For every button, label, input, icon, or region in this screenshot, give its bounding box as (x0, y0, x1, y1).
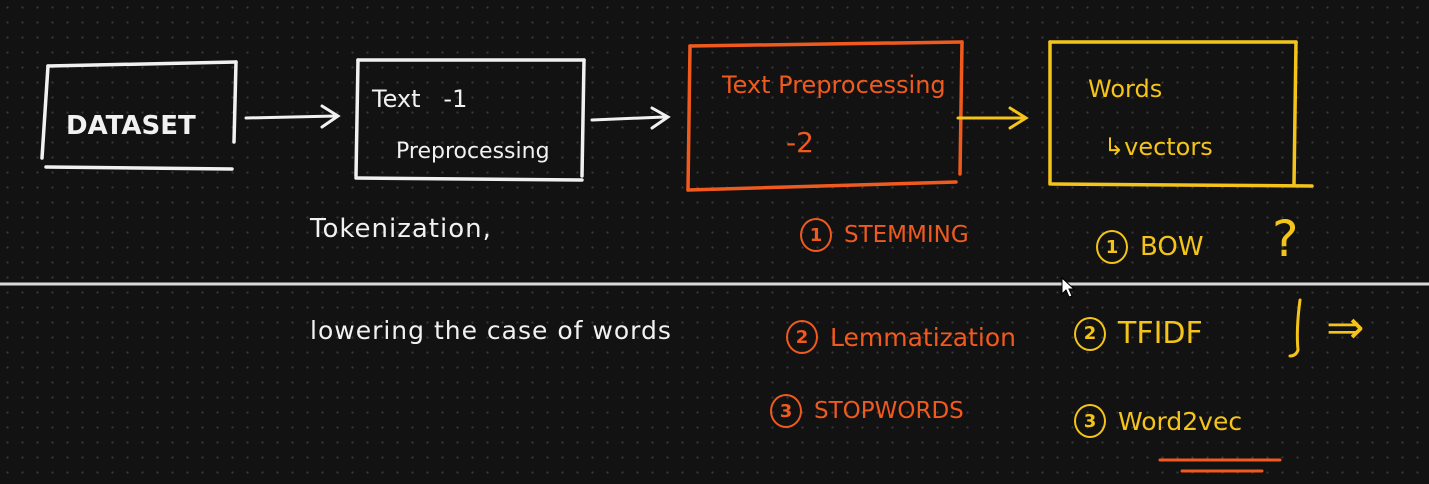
step-stemming: 1 STEMMING (800, 218, 969, 252)
tokenization-note: Tokenization, (310, 214, 492, 244)
preprocessing1-box-outline (354, 58, 586, 182)
preprocessing1-line1: Text -1 (372, 85, 468, 113)
arrow-text2-to-vectors (956, 106, 1029, 130)
preprocessing2-line2: -2 (786, 126, 814, 159)
lowering-case-note: lowering the case of words (310, 316, 672, 345)
brace-mark (1288, 298, 1302, 358)
step-label: STEMMING (844, 222, 969, 248)
question-mark-annotation: ? (1272, 210, 1300, 268)
vectors-box-outline (1048, 40, 1314, 188)
method-label: BOW (1140, 232, 1204, 262)
word2vec-underline (1158, 458, 1282, 473)
dataset-label: DATASET (66, 111, 196, 141)
method-label: TFIDF (1118, 316, 1203, 351)
step-label: Lemmatization (830, 322, 1016, 352)
preprocessing1-line2: Preprocessing (396, 139, 550, 164)
preprocessing2-box-outline (686, 40, 964, 192)
method-bow: 1 BOW (1096, 230, 1204, 264)
method-number: 1 (1096, 230, 1128, 264)
arrow-dataset-to-text1 (244, 104, 341, 129)
method-label: Word2vec (1118, 406, 1243, 436)
method-number: 2 (1074, 316, 1106, 351)
arrow-text1-to-text2 (590, 106, 671, 130)
vectors-line1: Words (1088, 75, 1163, 103)
method-number: 3 (1074, 404, 1106, 438)
step-stopwords: 3 STOPWORDS (770, 394, 964, 428)
step-number: 3 (770, 394, 802, 428)
dataset-box-outline (40, 60, 238, 171)
vectors-line2: ↳vectors (1104, 133, 1213, 161)
method-word2vec: 3 Word2vec (1074, 404, 1242, 438)
method-tfidf: 2 TFIDF (1074, 316, 1203, 351)
step-label: STOPWORDS (814, 398, 964, 424)
step-number: 2 (786, 320, 818, 354)
preprocessing2-line1: Text Preprocessing (722, 71, 946, 99)
implies-arrow-annotation: ⇒ (1326, 300, 1366, 354)
step-lemmatization: 2 Lemmatization (786, 320, 1016, 354)
step-number: 1 (800, 218, 832, 252)
mouse-pointer-icon (1061, 276, 1076, 298)
